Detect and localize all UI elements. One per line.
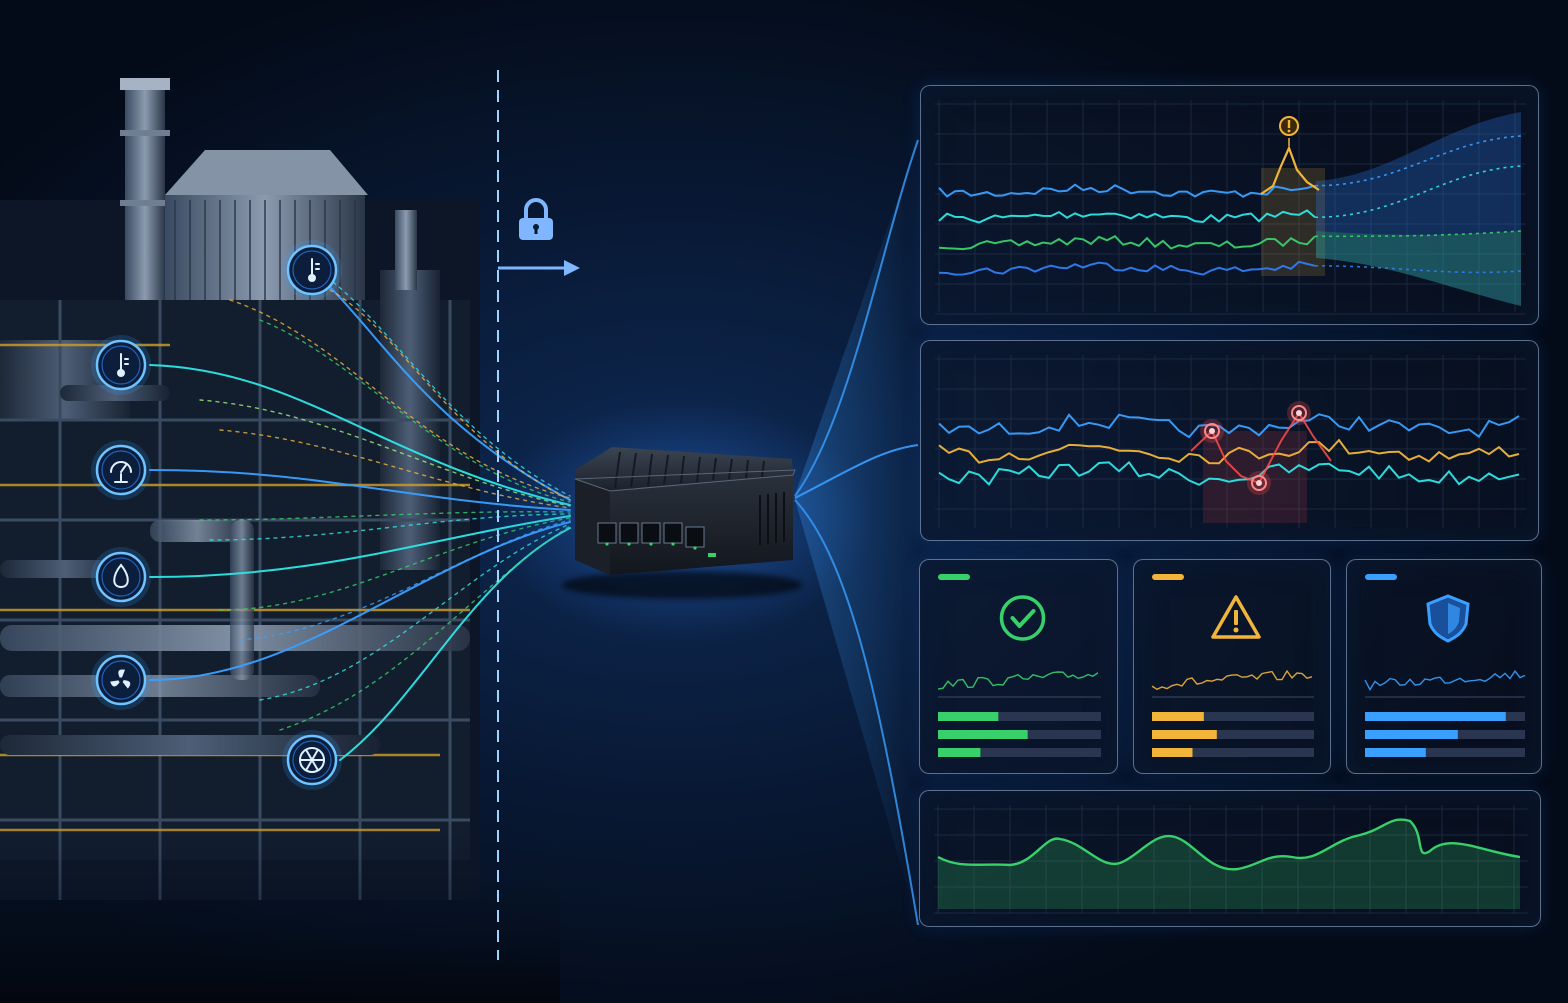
forecast-projection-line	[1314, 165, 1522, 219]
forecast-series-line	[938, 260, 1316, 276]
card-sparkline	[937, 671, 1099, 690]
anomaly-marker	[1287, 401, 1311, 425]
thermometer-icon	[91, 335, 151, 395]
card-bar-fill	[1152, 748, 1193, 757]
check-circle-icon	[999, 595, 1046, 641]
card-sparkline	[1151, 669, 1313, 691]
anomaly-spike	[1260, 145, 1320, 195]
anomaly-marker	[1200, 419, 1224, 443]
card-bar-fill	[938, 730, 1028, 739]
outbound-arrow-icon	[498, 260, 580, 276]
forecast-series-line	[938, 183, 1316, 198]
status-card-security	[1346, 559, 1542, 774]
status-card-graphic	[1364, 574, 1526, 757]
forecast-cone	[1316, 112, 1521, 306]
card-bar-fill	[1152, 730, 1217, 739]
card-bar-fill	[1365, 730, 1458, 739]
trend-chart	[934, 805, 1528, 914]
shield-icon	[1426, 594, 1470, 643]
trend-line	[937, 818, 1521, 871]
chart-grid	[935, 100, 1526, 315]
card-bar-track	[1152, 712, 1314, 721]
card-accent-bar	[1365, 574, 1397, 580]
status-card-graphic	[1151, 574, 1314, 757]
pressure-gauge-icon	[91, 440, 151, 500]
anomaly-marker	[1247, 471, 1271, 495]
card-bar-track	[1152, 730, 1314, 739]
turbine-icon	[282, 730, 342, 790]
status-card-graphic	[937, 574, 1101, 757]
status-card-ok	[919, 559, 1118, 774]
forecast-series-line	[938, 209, 1316, 224]
sensor-icons	[91, 240, 342, 790]
anomaly-series-line	[938, 438, 1520, 465]
forecast-cone-lower	[1316, 231, 1521, 306]
forecast-projection-line	[1314, 135, 1522, 187]
card-bar-fill	[1365, 712, 1506, 721]
edge-gateway-device	[492, 400, 872, 640]
forecast-series-line	[938, 234, 1316, 251]
card-bar-fill	[1365, 748, 1426, 757]
anomaly-series-line	[938, 460, 1520, 486]
trend-panel	[919, 790, 1541, 927]
status-card-warning	[1133, 559, 1331, 774]
anomaly-series-line	[938, 413, 1520, 439]
factory-illustration	[0, 78, 560, 1003]
chart-grid	[935, 355, 1526, 528]
card-bar-fill	[1152, 712, 1204, 721]
card-sparkline	[1364, 669, 1526, 692]
card-bar-track	[1365, 748, 1525, 757]
anomaly-band	[1261, 168, 1325, 276]
anomaly-chart	[935, 355, 1526, 528]
fan-icon	[91, 650, 151, 710]
trend-area	[938, 819, 1520, 909]
card-accent-bar	[1152, 574, 1184, 580]
forecast-chart	[935, 100, 1526, 315]
thermometer-icon	[282, 240, 342, 300]
chart-grid	[934, 805, 1528, 914]
card-bar-track	[1152, 748, 1314, 757]
warning-triangle-icon	[1211, 595, 1261, 639]
card-bar-fill	[938, 712, 999, 721]
forecast-projection-line	[1314, 230, 1522, 238]
ethernet-ports	[597, 522, 705, 550]
card-accent-bar	[938, 574, 970, 580]
forecast-projection-line	[1314, 265, 1522, 274]
card-bar-track	[938, 712, 1101, 721]
forecast-panel	[920, 85, 1539, 325]
card-bar-track	[938, 748, 1101, 757]
water-drop-icon	[91, 547, 151, 607]
card-bar-fill	[938, 748, 981, 757]
exclamation-icon	[1279, 116, 1299, 136]
anomaly-panel	[920, 340, 1539, 541]
lock-icon	[519, 198, 553, 240]
